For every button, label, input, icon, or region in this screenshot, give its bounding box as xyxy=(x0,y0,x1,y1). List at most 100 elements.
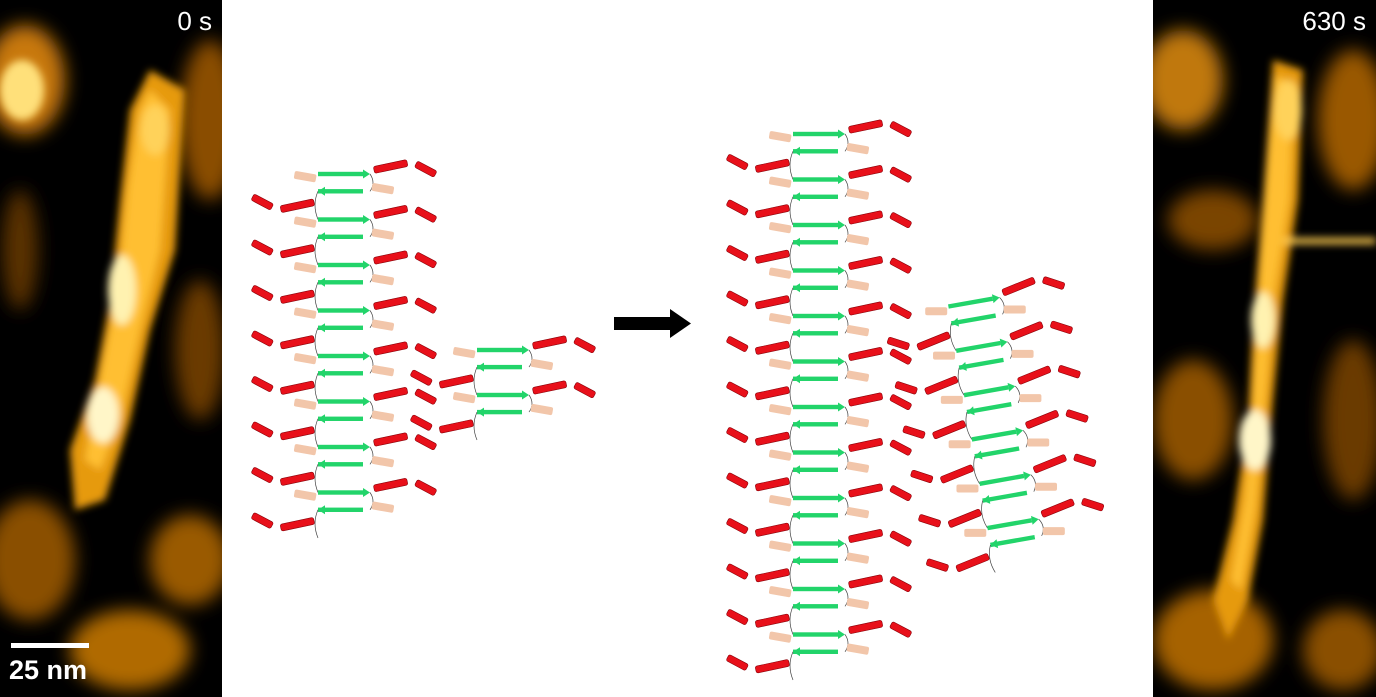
beta-strand xyxy=(971,429,1017,442)
beta-strand xyxy=(793,467,838,472)
beta-strand-arrowhead xyxy=(838,402,845,412)
beta-strand xyxy=(793,331,838,336)
loop xyxy=(369,264,374,283)
beta-strand xyxy=(318,189,363,194)
beta-strand-arrowhead xyxy=(318,368,325,378)
beta-strand-arrowhead xyxy=(974,450,983,460)
alpha-helix-outer xyxy=(573,337,596,354)
alpha-helix-outer xyxy=(1050,320,1073,334)
loop xyxy=(789,287,794,317)
loop xyxy=(369,173,374,192)
beta-strand-arrowhead xyxy=(793,146,800,156)
alpha-helix-inner xyxy=(948,440,971,449)
alpha-helix-outer xyxy=(726,336,749,352)
alpha-helix-outer xyxy=(410,414,433,431)
afm-topography-left xyxy=(0,0,222,697)
alpha-helix-outer xyxy=(848,438,883,452)
alpha-helix-outer xyxy=(726,518,749,534)
arrow-shaft xyxy=(614,317,672,330)
loop xyxy=(1014,385,1021,404)
alpha-helix-outer xyxy=(726,563,749,580)
beta-strand xyxy=(987,518,1033,531)
loop xyxy=(369,310,374,328)
alpha-helix-inner xyxy=(293,444,317,456)
alpha-helix-outer xyxy=(889,621,912,638)
afm-image-left: 0 s 25 nm xyxy=(0,0,222,697)
loop xyxy=(973,456,980,484)
loop xyxy=(1007,341,1013,359)
loop xyxy=(369,355,374,374)
alpha-helix-inner xyxy=(846,143,870,155)
alpha-helix-outer xyxy=(1001,277,1036,296)
alpha-helix-outer xyxy=(755,340,790,355)
alpha-helix-outer xyxy=(410,369,433,386)
alpha-helix-inner xyxy=(530,358,554,371)
loop xyxy=(844,133,849,152)
alpha-helix-outer xyxy=(1017,365,1052,385)
fibril-right-main xyxy=(726,119,912,681)
beta-strand xyxy=(477,364,522,370)
loop xyxy=(789,151,794,180)
alpha-helix-outer xyxy=(573,382,596,399)
beta-strand xyxy=(793,177,838,182)
loop xyxy=(789,242,794,271)
alpha-helix-inner xyxy=(371,183,395,195)
loop xyxy=(314,464,319,493)
beta-strand xyxy=(793,131,838,137)
alpha-helix-outer xyxy=(1033,454,1067,474)
loop xyxy=(369,219,374,237)
alpha-helix-outer xyxy=(726,290,749,307)
beta-strand-arrowhead xyxy=(999,338,1008,348)
alpha-helix-outer xyxy=(889,394,912,411)
afm-topography-right xyxy=(1153,0,1376,697)
alpha-helix-inner xyxy=(452,347,476,359)
beta-strand xyxy=(793,586,838,592)
schematic-canvas xyxy=(251,119,1105,681)
beta-strand xyxy=(318,171,363,177)
beta-strand-arrowhead xyxy=(838,357,845,366)
beta-strand-arrowhead xyxy=(838,493,845,503)
loop xyxy=(789,560,794,590)
alpha-helix-outer xyxy=(373,432,408,447)
beta-strand-arrowhead xyxy=(1023,471,1031,481)
alpha-helix-outer xyxy=(848,529,883,543)
alpha-helix-outer xyxy=(889,348,912,365)
loop xyxy=(965,411,973,440)
loop xyxy=(844,270,849,288)
beta-strand-arrowhead xyxy=(477,362,484,372)
beta-strand xyxy=(974,446,1020,459)
alpha-helix-outer xyxy=(280,335,315,350)
beta-strand xyxy=(318,262,363,268)
beta-strand-arrowhead xyxy=(793,283,800,293)
alpha-helix-outer xyxy=(373,296,408,310)
beta-strand-arrowhead xyxy=(838,630,845,639)
alpha-helix-inner xyxy=(940,395,963,404)
fibril-right-branch xyxy=(887,276,1105,573)
beta-strand xyxy=(793,422,838,427)
time-label-left: 0 s xyxy=(177,6,212,36)
alpha-helix-outer xyxy=(251,467,274,483)
alpha-helix-inner xyxy=(1011,349,1034,358)
beta-strand-arrowhead xyxy=(838,129,845,139)
beta-strand xyxy=(477,409,522,415)
alpha-helix-inner xyxy=(846,234,870,246)
beta-strand xyxy=(318,507,363,512)
alpha-helix-inner xyxy=(371,501,395,513)
alpha-helix-outer xyxy=(414,161,437,178)
beta-strand xyxy=(318,490,363,495)
scale-bar xyxy=(11,643,89,648)
loop xyxy=(844,452,849,470)
alpha-helix-outer xyxy=(280,198,315,213)
alpha-helix-outer xyxy=(373,478,408,492)
alpha-helix-inner xyxy=(933,351,956,360)
alpha-helix-inner xyxy=(846,461,870,473)
beta-strand xyxy=(318,325,363,330)
alpha-helix-outer xyxy=(755,295,790,310)
loop xyxy=(789,515,794,544)
alpha-helix-inner xyxy=(768,540,792,552)
loop xyxy=(789,469,794,499)
alpha-helix-outer xyxy=(251,421,274,438)
beta-strand xyxy=(990,534,1036,548)
alpha-helix-outer xyxy=(755,613,790,628)
beta-strand xyxy=(318,462,363,467)
